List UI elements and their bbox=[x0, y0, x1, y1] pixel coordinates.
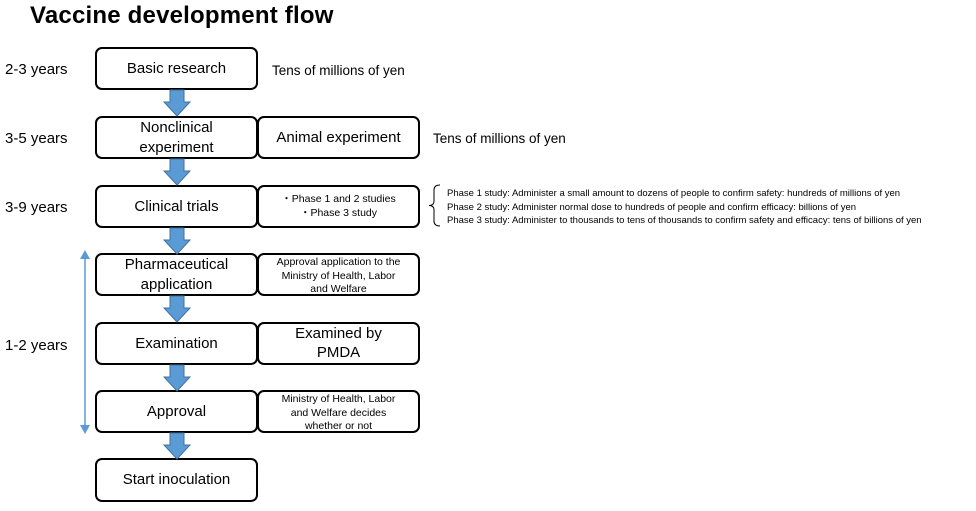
step-examination-label: Examination bbox=[135, 334, 218, 352]
cost-basic-research: Tens of millions of yen bbox=[272, 63, 405, 78]
down-arrow-icon bbox=[163, 89, 191, 117]
page-title: Vaccine development flow bbox=[30, 2, 334, 29]
side-application-label: Approval application to the Ministry of … bbox=[276, 256, 401, 296]
down-arrow-icon bbox=[163, 227, 191, 255]
side-examined-by: Examined by PMDA bbox=[257, 322, 420, 365]
side-decides-label: Ministry of Health, Labor and Welfare de… bbox=[281, 393, 396, 433]
span-double-arrow-icon bbox=[80, 250, 90, 434]
phase-3-text: Phase 3 study: Administer to thousands t… bbox=[447, 215, 922, 226]
side-application-note: Approval application to the Ministry of … bbox=[257, 253, 420, 296]
step-examination: Examination bbox=[95, 322, 258, 365]
side-examined-label: Examined by PMDA bbox=[295, 324, 382, 361]
down-arrow-icon bbox=[163, 432, 191, 460]
bracket-icon bbox=[428, 184, 441, 227]
side-clinical-studies-line-1: ・Phase 1 and 2 studies bbox=[281, 192, 396, 205]
step-basic-research: Basic research bbox=[95, 47, 258, 90]
side-decides: Ministry of Health, Labor and Welfare de… bbox=[257, 390, 420, 433]
down-arrow-icon bbox=[163, 158, 191, 186]
duration-nonclinical: 3-5 years bbox=[5, 130, 68, 147]
step-start-inoculation: Start inoculation bbox=[95, 458, 258, 502]
down-arrow-icon bbox=[163, 295, 191, 323]
side-animal-experiment: Animal experiment bbox=[257, 116, 420, 159]
phase-2-text: Phase 2 study: Administer normal dose to… bbox=[447, 201, 857, 213]
duration-approval-process: 1-2 years bbox=[5, 337, 68, 354]
step-clinical-label: Clinical trials bbox=[134, 197, 219, 215]
step-approval: Approval bbox=[95, 390, 258, 433]
step-clinical-trials: Clinical trials bbox=[95, 185, 258, 228]
side-clinical-studies-line-2: ・Phase 3 study bbox=[299, 206, 378, 219]
step-start-label: Start inoculation bbox=[122, 471, 231, 489]
cost-nonclinical: Tens of millions of yen bbox=[433, 131, 566, 146]
down-arrow-icon bbox=[163, 364, 191, 392]
step-nonclinical: Nonclinical experiment bbox=[95, 116, 258, 159]
step-application-label: Pharmaceutical application bbox=[124, 256, 229, 293]
duration-clinical: 3-9 years bbox=[5, 199, 68, 216]
duration-basic-research: 2-3 years bbox=[5, 61, 68, 78]
step-pharmaceutical-application: Pharmaceutical application bbox=[95, 253, 258, 296]
step-nonclinical-label: Nonclinical experiment bbox=[139, 119, 214, 156]
step-approval-label: Approval bbox=[146, 402, 207, 420]
side-animal-label: Animal experiment bbox=[276, 128, 401, 146]
side-clinical-studies: ・Phase 1 and 2 studies ・Phase 3 study bbox=[257, 185, 420, 228]
phase-descriptions: Phase 1 study: Administer a small amount… bbox=[447, 187, 922, 228]
phase-1-text: Phase 1 study: Administer a small amount… bbox=[447, 188, 901, 199]
step-basic-research-label: Basic research bbox=[126, 59, 227, 77]
